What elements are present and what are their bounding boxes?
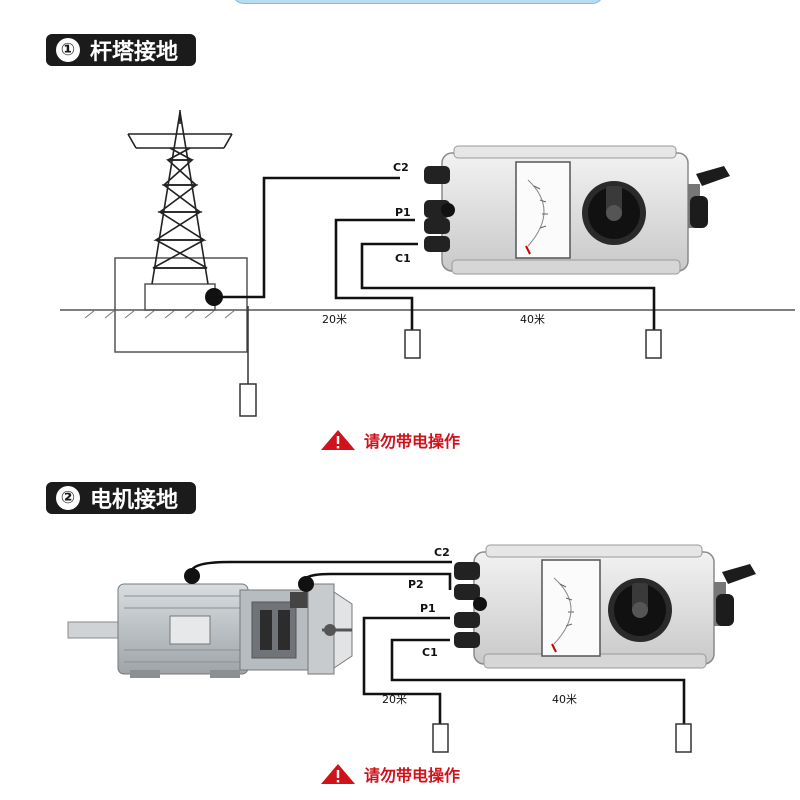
warning-triangle-icon	[321, 764, 355, 784]
terminal-p1-label-1: P1	[395, 206, 411, 219]
tower-base	[144, 283, 216, 311]
distance-40m-label-2: 40米	[552, 693, 577, 706]
terminal-c2-label-1: C2	[393, 161, 409, 174]
ground-hatch	[84, 309, 236, 319]
earth-resistance-meter-2	[454, 544, 756, 669]
section-number-1: ①	[56, 38, 80, 62]
terminal-c1-label-1: C1	[395, 252, 411, 265]
electrode-40m	[645, 329, 662, 359]
warning-note-1: 请勿带电操作	[320, 428, 460, 452]
distance-20m-label-2: 20米	[382, 693, 407, 706]
section-header-tower-grounding: ① 杆塔接地	[46, 34, 197, 66]
electrode-20m-2	[432, 723, 449, 753]
warning-note-2: 请勿带电操作	[320, 762, 460, 786]
section-title-motor-grounding: 电机接地	[90, 488, 179, 513]
section-title-tower-grounding: 杆塔接地	[90, 40, 179, 65]
tower-ground-terminal	[205, 288, 223, 306]
electrode-20m	[404, 329, 421, 359]
tower-ground-rod	[239, 383, 257, 417]
distance-40m-label-1: 40米	[520, 313, 545, 326]
terminal-c1-label-2: C1	[422, 646, 438, 659]
terminal-c2-label-2: C2	[434, 546, 450, 559]
warning-triangle-icon	[321, 430, 355, 450]
earth-resistance-meter-1	[424, 145, 730, 275]
tower-grounding-diagram	[60, 110, 795, 417]
section-header-motor-grounding: ② 电机接地	[46, 482, 197, 514]
motor-icon	[117, 583, 353, 678]
section1-wires	[222, 176, 656, 330]
motor-ground-terminal-1	[184, 568, 200, 584]
tower-foundation	[114, 257, 248, 353]
section-number-2: ②	[56, 486, 80, 510]
terminal-p1-label-2: P1	[420, 602, 436, 615]
warning-text-2: 请勿带电操作	[364, 766, 461, 785]
distance-20m-label-1: 20米	[322, 313, 347, 326]
tower-icon	[127, 110, 233, 285]
terminal-p2-label-2: P2	[408, 578, 424, 591]
warning-text-1: 请勿带电操作	[364, 432, 461, 451]
motor-ground-terminal-2	[298, 576, 314, 592]
electrode-40m-2	[675, 723, 692, 753]
section2-wires	[190, 560, 686, 724]
motor-grounding-diagram	[67, 544, 756, 753]
